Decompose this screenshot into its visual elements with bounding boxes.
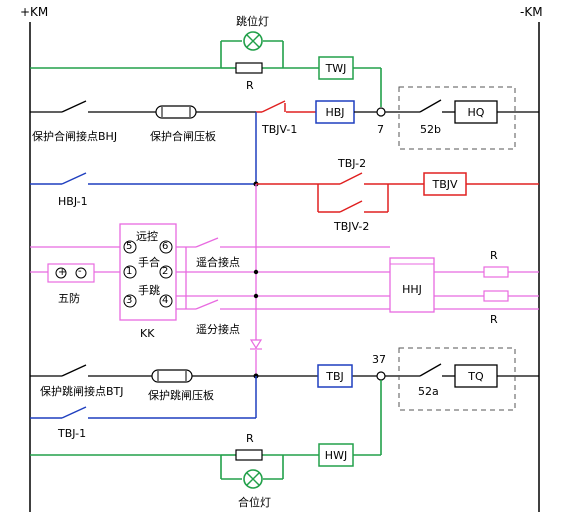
close-lamp-r-label: R xyxy=(246,432,254,445)
r-bottom-label: R xyxy=(490,313,498,326)
close-plate-fuse xyxy=(155,105,197,119)
close-lamp-icon xyxy=(243,469,263,489)
remote-label: 远控 xyxy=(136,230,158,243)
trip-plate-label: 保护跳闸压板 xyxy=(148,389,214,402)
tbj1-label: TBJ-1 xyxy=(58,427,87,440)
contact-bhj-label: 保护合闸接点BHJ xyxy=(32,130,118,143)
trip-breaker-dashed-box xyxy=(398,347,516,411)
resistor-r-top xyxy=(483,266,509,278)
close-lamp-resistor xyxy=(235,449,263,461)
contact-btj-label: 保护跳闸接点BTJ xyxy=(40,385,124,398)
tbjv2-label: TBJV-2 xyxy=(334,220,370,233)
resistor-r-bottom xyxy=(483,290,509,302)
kk-contacts xyxy=(123,240,173,308)
close-row-wiring xyxy=(30,100,256,113)
close-breaker-dashed-box xyxy=(398,86,516,150)
kk-label: KK xyxy=(140,327,155,340)
junction-dot-272 xyxy=(253,269,259,275)
hq-label: HQ xyxy=(467,106,485,119)
r-top-label: R xyxy=(490,249,498,262)
plus-km-label: +KM xyxy=(20,5,49,19)
node-37-label: 37 xyxy=(372,353,386,366)
diode-icon xyxy=(249,339,263,350)
wufang-label: 五防 xyxy=(58,292,80,305)
aux-52b-label: 52b xyxy=(420,123,441,136)
hhj-relay-box xyxy=(389,257,435,313)
twj-label: TWJ xyxy=(325,62,347,75)
tbj1-wiring xyxy=(30,376,257,419)
trip-lamp-icon xyxy=(243,31,263,51)
node-7 xyxy=(376,107,386,117)
close-row-red xyxy=(256,100,316,113)
tbj2-label: TBJ-2 xyxy=(338,157,367,170)
hwj-relay-box xyxy=(318,443,354,467)
tq-label: TQ xyxy=(468,370,484,383)
tbj-label: TBJ xyxy=(326,370,344,383)
contact-4: 4 xyxy=(162,295,169,306)
manual-trip-label: 手跳 xyxy=(138,284,160,297)
trip-lamp-title: 跳位灯 xyxy=(236,15,269,28)
close-lamp-circuit xyxy=(30,380,382,480)
wufang-minus-terminal xyxy=(75,267,87,279)
contact-2: 2 xyxy=(162,266,169,277)
remote-close-label: 遥合接点 xyxy=(196,256,240,269)
tq-coil-box xyxy=(454,364,498,388)
hbj1-label: HBJ-1 xyxy=(58,195,88,208)
node-37 xyxy=(376,371,386,381)
hhj-label: HHJ xyxy=(402,283,422,296)
hbj-label: HBJ xyxy=(325,106,345,119)
minus-km-label: -KM xyxy=(520,5,543,19)
tbj2-tbjv2-wiring xyxy=(256,172,539,213)
contact-52b xyxy=(419,99,442,113)
kk-switch-box xyxy=(119,223,177,321)
tbjv-relay-box xyxy=(423,172,467,196)
junction-dot-296 xyxy=(253,293,259,299)
wufang-minus: - xyxy=(78,266,82,277)
close-plate-label: 保护合闸压板 xyxy=(150,130,216,143)
tbjv-label: TBJV xyxy=(432,178,458,191)
manual-close-label: 手合 xyxy=(138,256,160,269)
trip-lamp-resistor xyxy=(235,62,263,74)
trip-lamp-r-label: R xyxy=(246,79,254,92)
tbj-relay-box xyxy=(317,364,353,388)
contact-3: 3 xyxy=(126,295,133,306)
aux-52a-label: 52a xyxy=(418,385,439,398)
tbjv1-label: TBJV-1 xyxy=(262,123,298,136)
wufang-plus-terminal xyxy=(55,267,67,279)
node-7-label: 7 xyxy=(377,123,384,136)
hwj-label: HWJ xyxy=(324,449,348,462)
contact-5: 5 xyxy=(126,241,133,252)
trip-lamp-circuit xyxy=(30,40,382,107)
trip-plate-fuse xyxy=(151,369,193,383)
wufang-plus: + xyxy=(58,267,67,278)
close-lamp-title: 合位灯 xyxy=(238,496,271,509)
twj-relay-box xyxy=(318,56,354,80)
contact-6: 6 xyxy=(162,241,169,252)
pink-wiring xyxy=(30,184,539,376)
hbj1-row-wiring xyxy=(30,172,256,185)
contact-1: 1 xyxy=(126,266,133,277)
remote-open-label: 遥分接点 xyxy=(196,323,240,336)
wufang-box xyxy=(47,263,95,283)
